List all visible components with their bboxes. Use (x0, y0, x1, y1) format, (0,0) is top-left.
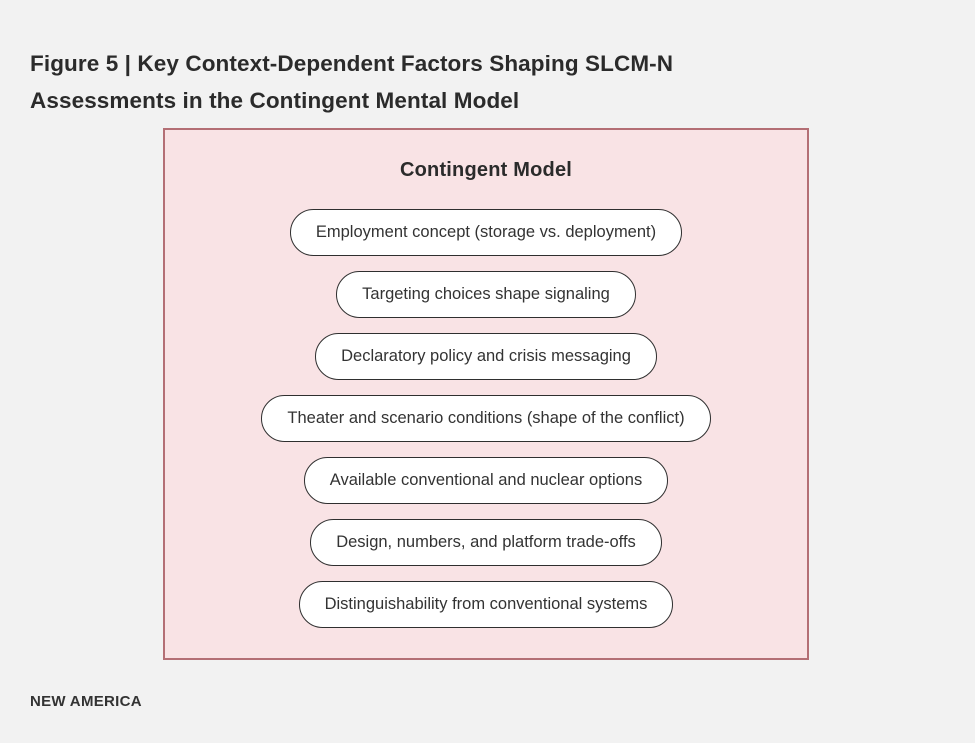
factor-pill-declaratory-policy: Declaratory policy and crisis messaging (315, 333, 657, 380)
factor-pill-theater-scenario: Theater and scenario conditions (shape o… (261, 395, 711, 442)
factor-pill-targeting-choices: Targeting choices shape signaling (336, 271, 636, 318)
new-america-logo: NEW AMERICA (30, 693, 142, 710)
figure-title: Figure 5 | Key Context-Dependent Factors… (30, 45, 890, 119)
figure-title-line-2: Assessments in the Contingent Mental Mod… (30, 88, 520, 114)
factor-pill-design-numbers: Design, numbers, and platform trade-offs (310, 519, 662, 566)
figure-title-line-1: Figure 5 | Key Context-Dependent Factors… (30, 51, 674, 77)
factor-pill-employment-concept: Employment concept (storage vs. deployme… (289, 209, 683, 256)
factor-pill-distinguishability: Distinguishability from conventional sys… (298, 581, 674, 628)
factor-list: Employment concept (storage vs. deployme… (261, 209, 711, 628)
panel-title: Contingent Model (399, 159, 573, 181)
factor-pill-available-options: Available conventional and nuclear optio… (303, 457, 669, 504)
contingent-model-panel: Contingent Model Employment concept (sto… (163, 128, 809, 660)
